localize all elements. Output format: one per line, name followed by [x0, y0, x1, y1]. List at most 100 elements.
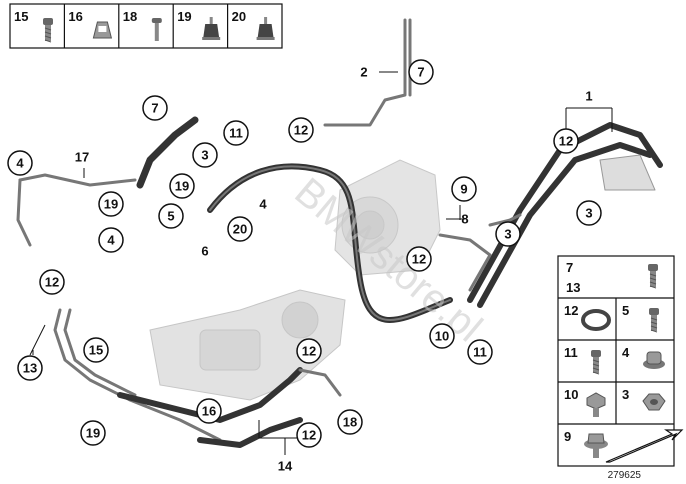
callout-label: 11: [473, 345, 487, 360]
callout-12: 12: [288, 117, 314, 143]
callout-label: 19: [86, 426, 100, 441]
callout-17: 17: [75, 150, 89, 165]
callout-label: 4: [259, 197, 267, 212]
callout-circle: [553, 128, 579, 154]
callout-circle: [429, 323, 455, 349]
callout-12: 12: [296, 422, 322, 448]
callout-label: 18: [343, 415, 357, 430]
legend-part-number: 10: [564, 387, 578, 402]
callout-label: 6: [201, 244, 208, 259]
document-number: 279625: [608, 470, 642, 481]
callout-label: 11: [229, 126, 243, 141]
callout-circle: [39, 269, 65, 295]
rubber-mount-icon: [202, 17, 221, 40]
legend-part-number: 4: [622, 345, 630, 360]
callout-circle: [196, 398, 222, 424]
callout-3: 3: [576, 200, 602, 226]
callout-circle: [406, 246, 432, 272]
callout-label: 3: [504, 227, 511, 242]
callouts: 1234567891011121314151617181920123121112…: [7, 59, 602, 474]
callout-9: 9: [451, 176, 477, 202]
callout-circle: [142, 95, 168, 121]
legend-part-number: 7: [566, 260, 573, 275]
callout-15: 15: [83, 337, 109, 363]
callout-label: 14: [278, 459, 293, 474]
callout-circle: [288, 117, 314, 143]
callout-8: 8: [461, 212, 468, 227]
legend-part-number: 20: [232, 9, 246, 24]
callout-circle: [158, 203, 184, 229]
callout-19: 19: [169, 173, 195, 199]
callout-label: 12: [302, 344, 316, 359]
callout-label: 5: [167, 209, 174, 224]
callout-19: 19: [98, 191, 124, 217]
callout-label: 7: [151, 101, 158, 116]
callout-label: 12: [302, 428, 316, 443]
legend-part-number: 3: [622, 387, 629, 402]
callout-label: 9: [460, 182, 467, 197]
top-legend-frame: [9, 3, 283, 49]
callout-circle: [17, 355, 43, 381]
callout-label: 12: [294, 123, 308, 138]
callout-label: 2: [360, 65, 367, 80]
callout-label: 13: [23, 361, 37, 376]
callout-label: 7: [417, 65, 424, 80]
legend-part-number: 11: [564, 345, 578, 360]
callout-circle: [192, 142, 218, 168]
callout-label: 12: [412, 252, 426, 267]
callout-4: 4: [98, 227, 124, 253]
callout-circle: [227, 216, 253, 242]
callout-circle: [467, 339, 493, 365]
callout-10: 10: [429, 323, 455, 349]
screw-icon: [151, 18, 162, 41]
leader-lines: [29, 71, 613, 455]
callout-13: 13: [17, 355, 43, 381]
callout-16: 16: [196, 398, 222, 424]
hex-bolt-icon: [586, 392, 606, 417]
callout-11: 11: [223, 120, 249, 146]
callout-3: 3: [192, 142, 218, 168]
callout-label: 17: [75, 150, 89, 165]
rubber-mount-icon: [256, 17, 275, 40]
callout-12: 12: [406, 246, 432, 272]
callout-7: 7: [142, 95, 168, 121]
bolt-icon: [648, 264, 658, 289]
callout-label: 1: [585, 89, 592, 104]
bolt-icon: [649, 308, 659, 333]
callout-12: 12: [39, 269, 65, 295]
legend-part-number: 13: [566, 280, 580, 295]
callout-label: 3: [201, 148, 208, 163]
callout-4: 4: [7, 150, 33, 176]
callout-label: 4: [107, 233, 115, 248]
callout-label: 3: [585, 206, 592, 221]
flange-nut-icon: [643, 351, 665, 369]
seal-ring-icon: [581, 309, 611, 331]
callout-label: 4: [16, 156, 24, 171]
callout-18: 18: [337, 409, 363, 435]
callout-20: 20: [227, 216, 253, 242]
flange-bolt-icon: [584, 433, 608, 458]
bolt-icon: [591, 350, 601, 375]
callout-7: 7: [408, 59, 434, 85]
callout-label: 15: [89, 343, 103, 358]
callout-circle: [223, 120, 249, 146]
arrow-icon: [605, 429, 684, 463]
callout-label: 16: [202, 404, 216, 419]
callout-6: 6: [201, 244, 208, 259]
callout-circle: [296, 422, 322, 448]
callout-label: 10: [435, 329, 449, 344]
callout-12: 12: [296, 338, 322, 364]
callout-label: 8: [461, 212, 468, 227]
legend-part-number: 15: [14, 9, 28, 24]
callout-circle: [576, 200, 602, 226]
legend-part-number: 18: [123, 9, 137, 24]
callout-label: 12: [45, 275, 59, 290]
callout-circle: [169, 173, 195, 199]
legend-part-number: 9: [564, 429, 571, 444]
callout-circle: [337, 409, 363, 435]
callout-circle: [98, 227, 124, 253]
callout-3: 3: [495, 221, 521, 247]
callout-5: 5: [158, 203, 184, 229]
